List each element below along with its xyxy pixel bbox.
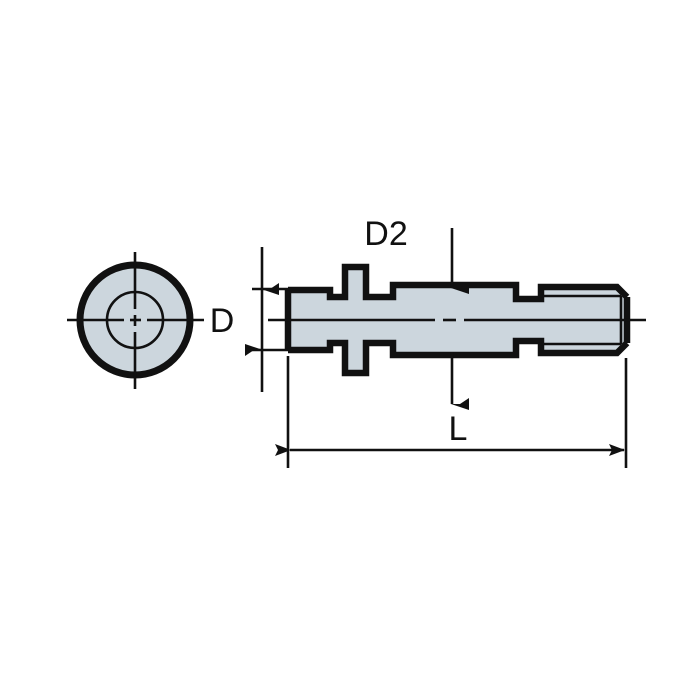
profile-bottom — [288, 337, 630, 377]
dimension-L: L — [275, 356, 628, 468]
end-view-group — [67, 252, 204, 389]
dimension-D: D — [210, 247, 300, 392]
end-view-centerlines — [67, 252, 204, 389]
dimension-D2: D2 — [364, 215, 469, 410]
side-view-group — [268, 263, 646, 377]
dimension-D2-label: D2 — [364, 215, 407, 253]
dimension-L-label: L — [449, 410, 468, 448]
profile-top — [288, 263, 630, 303]
dimension-D-label: D — [210, 302, 235, 340]
